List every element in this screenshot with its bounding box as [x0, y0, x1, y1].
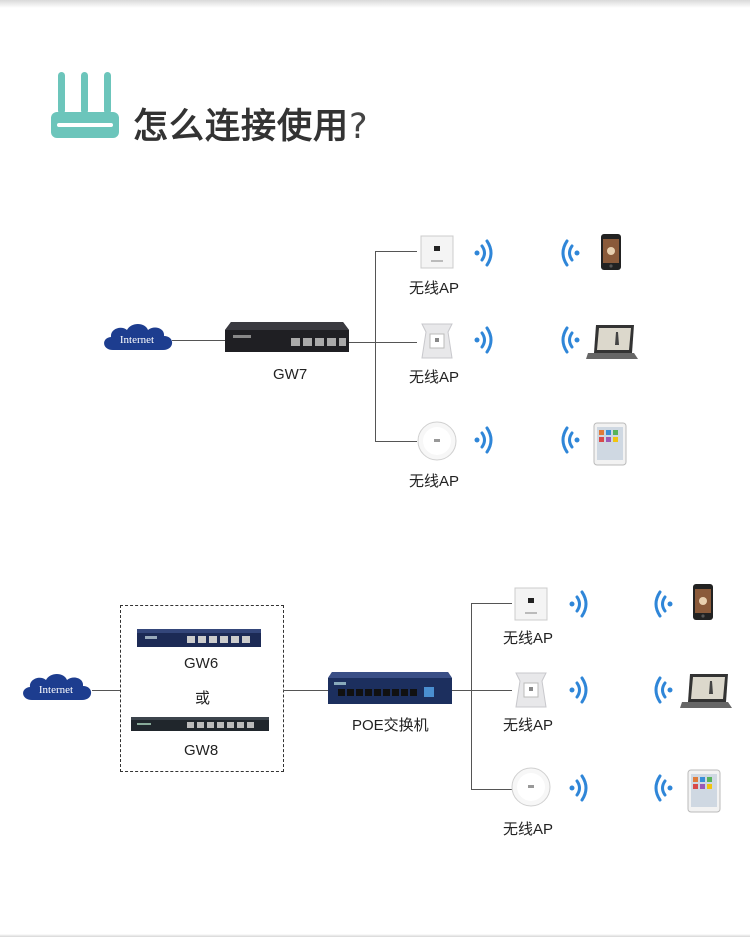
branch-trunk-2 — [471, 603, 472, 789]
laptop-icon — [586, 323, 638, 361]
link-internet-gw7 — [172, 340, 227, 341]
wifi-signal-icon — [569, 675, 591, 705]
wifi-signal-icon — [651, 589, 673, 619]
internet-cloud-icon: Internet — [18, 670, 96, 708]
gw8-label: GW8 — [184, 742, 219, 759]
ap-label-6: 无线AP — [503, 821, 554, 838]
branch-ap1 — [375, 251, 417, 252]
wifi-signal-icon — [558, 425, 580, 455]
ap-label-4: 无线AP — [503, 630, 554, 647]
ap-label-1: 无线AP — [409, 280, 460, 297]
ceiling-ap-icon — [512, 671, 550, 709]
round-ap-icon — [510, 766, 552, 808]
ap-label-2: 无线AP — [409, 369, 460, 386]
wifi-signal-icon — [474, 425, 496, 455]
wifi-signal-icon — [569, 589, 591, 619]
gw6-gateway-device — [137, 627, 261, 649]
gw7-label: GW7 — [273, 366, 308, 383]
poe-switch-device — [328, 672, 452, 706]
smartphone-icon — [692, 583, 714, 621]
wifi-signal-icon — [558, 238, 580, 268]
wall-panel-ap-icon — [514, 587, 548, 621]
branch-ap4 — [471, 603, 512, 604]
or-label: 或 — [195, 690, 211, 707]
laptop-icon — [680, 672, 732, 710]
ceiling-ap-icon — [418, 322, 456, 360]
branch-ap3 — [375, 441, 417, 442]
gw8-gateway-device — [131, 715, 269, 733]
wall-panel-ap-icon — [420, 235, 454, 269]
branch-trunk-1 — [375, 251, 376, 441]
smartphone-icon — [600, 233, 622, 271]
internet-label: Internet — [120, 334, 154, 346]
bottom-divider — [0, 934, 750, 937]
gw7-gateway-device — [225, 322, 349, 354]
router-icon — [50, 72, 120, 140]
internet-cloud-icon: Internet — [99, 320, 177, 358]
top-shadow — [0, 0, 750, 8]
wifi-signal-icon — [474, 238, 496, 268]
link-switch-branch — [452, 690, 471, 691]
link-gw7-branch — [349, 342, 375, 343]
link-gateway-switch — [283, 690, 329, 691]
title-question-mark: ? — [349, 107, 369, 147]
ap-label-5: 无线AP — [503, 717, 554, 734]
branch-ap6 — [471, 789, 512, 790]
gateway-options-box — [120, 605, 284, 772]
wifi-signal-icon — [651, 675, 673, 705]
branch-ap5 — [471, 690, 512, 691]
wifi-signal-icon — [569, 773, 591, 803]
link-internet-gateway — [92, 690, 120, 691]
poe-switch-label: POE交换机 — [352, 717, 429, 734]
round-ap-icon — [416, 420, 458, 462]
gw6-label: GW6 — [184, 655, 219, 672]
wifi-signal-icon — [474, 325, 496, 355]
wifi-signal-icon — [651, 773, 673, 803]
wifi-signal-icon — [558, 325, 580, 355]
branch-ap2 — [375, 342, 417, 343]
tablet-icon — [687, 769, 721, 813]
page-title: 怎么连接使用? — [133, 107, 369, 147]
internet-label: Internet — [39, 684, 73, 696]
tablet-icon — [593, 422, 627, 466]
ap-label-3: 无线AP — [409, 473, 460, 490]
